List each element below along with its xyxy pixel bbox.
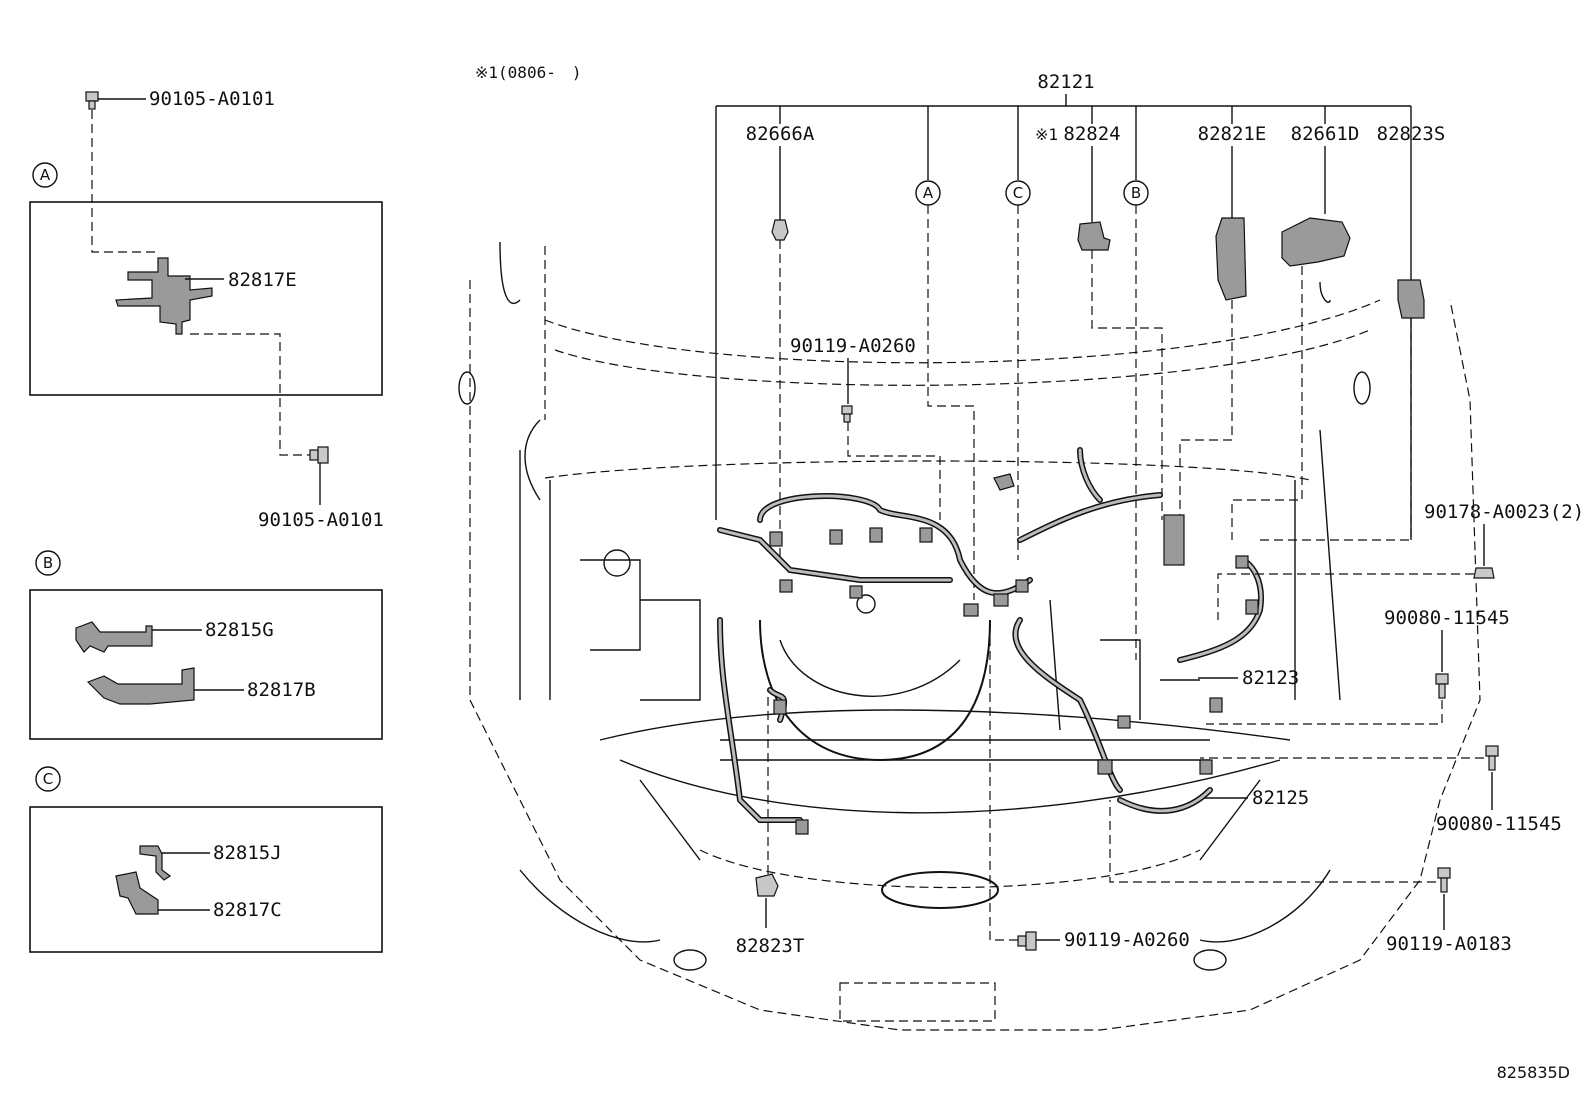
bolt-icon — [1017, 931, 1037, 951]
connector-82823s — [1397, 279, 1425, 319]
bracket-82815j — [139, 845, 172, 881]
diagram-id: 825835D — [1497, 1063, 1570, 1082]
nut-icon — [1473, 567, 1495, 579]
label-82666a: 82666A — [746, 123, 815, 145]
label-90119-a0260-lower: 90119-A0260 — [1064, 929, 1190, 951]
label-82817c: 82817C — [213, 899, 282, 921]
bolt-icon — [85, 91, 99, 110]
label-90080-11545-upper: 90080-11545 — [1384, 607, 1510, 629]
bolt-icon — [1437, 867, 1451, 893]
note-reference: ※1(0806- ) — [475, 63, 581, 82]
detail-circle-a: A — [40, 166, 51, 184]
label-90119-a0260-upper: 90119-A0260 — [790, 335, 916, 357]
connector-82823t — [755, 873, 779, 897]
callout-circle-b: B — [1131, 184, 1141, 202]
cover-82821e — [1215, 217, 1247, 301]
callout-circle-a: A — [923, 184, 934, 202]
label-90178-a0023: 90178-A0023(2) — [1424, 501, 1584, 523]
clip-82666a — [771, 219, 789, 241]
connector-82824 — [1077, 221, 1111, 251]
label-bolt-a-top: 90105-A0101 — [149, 88, 275, 110]
bolt-icon — [309, 446, 329, 464]
detail-circle-b: B — [43, 554, 53, 572]
label-bolt-a-bottom: 90105-A0101 — [258, 509, 384, 531]
label-82661d: 82661D — [1291, 123, 1360, 145]
note-mark: ※1 — [1035, 125, 1058, 144]
callout-circle-c: C — [1013, 184, 1023, 202]
label-82123: 82123 — [1242, 667, 1299, 689]
bracket-82815g — [75, 621, 153, 653]
bracket-82817e — [115, 257, 213, 335]
bay-connectors — [769, 473, 1259, 835]
label-82821e: 82821E — [1198, 123, 1267, 145]
bracket-82817c — [115, 871, 159, 915]
label-90119-a0183: 90119-A0183 — [1386, 933, 1512, 955]
label-82823t: 82823T — [736, 935, 805, 957]
label-82125: 82125 — [1252, 787, 1309, 809]
label-82817b: 82817B — [247, 679, 316, 701]
detail-panel-b: B 82815G 82817B — [29, 550, 383, 740]
bolt-icon — [841, 405, 853, 423]
bracket-82817b — [86, 667, 195, 705]
label-90080-11545-lower: 90080-11545 — [1436, 813, 1562, 835]
detail-panel-a: A 90105-A0101 82817E 90105-A0101 — [29, 88, 384, 531]
engine-bay — [580, 549, 1210, 762]
label-82817e: 82817E — [228, 269, 297, 291]
detail-circle-c: C — [43, 770, 53, 788]
label-82815g: 82815G — [205, 619, 274, 641]
label-82824: 82824 — [1063, 123, 1120, 145]
label-82815j: 82815J — [213, 842, 282, 864]
label-82823s: 82823S — [1377, 123, 1446, 145]
detail-panel-c: C 82815J 82817C — [29, 766, 383, 953]
vehicle-outline — [458, 241, 1481, 1031]
label-82121: 82121 — [1037, 71, 1094, 93]
bolt-icon — [1485, 745, 1499, 771]
relay-block-82661d — [1281, 217, 1351, 267]
bolt-icon — [1435, 673, 1449, 699]
